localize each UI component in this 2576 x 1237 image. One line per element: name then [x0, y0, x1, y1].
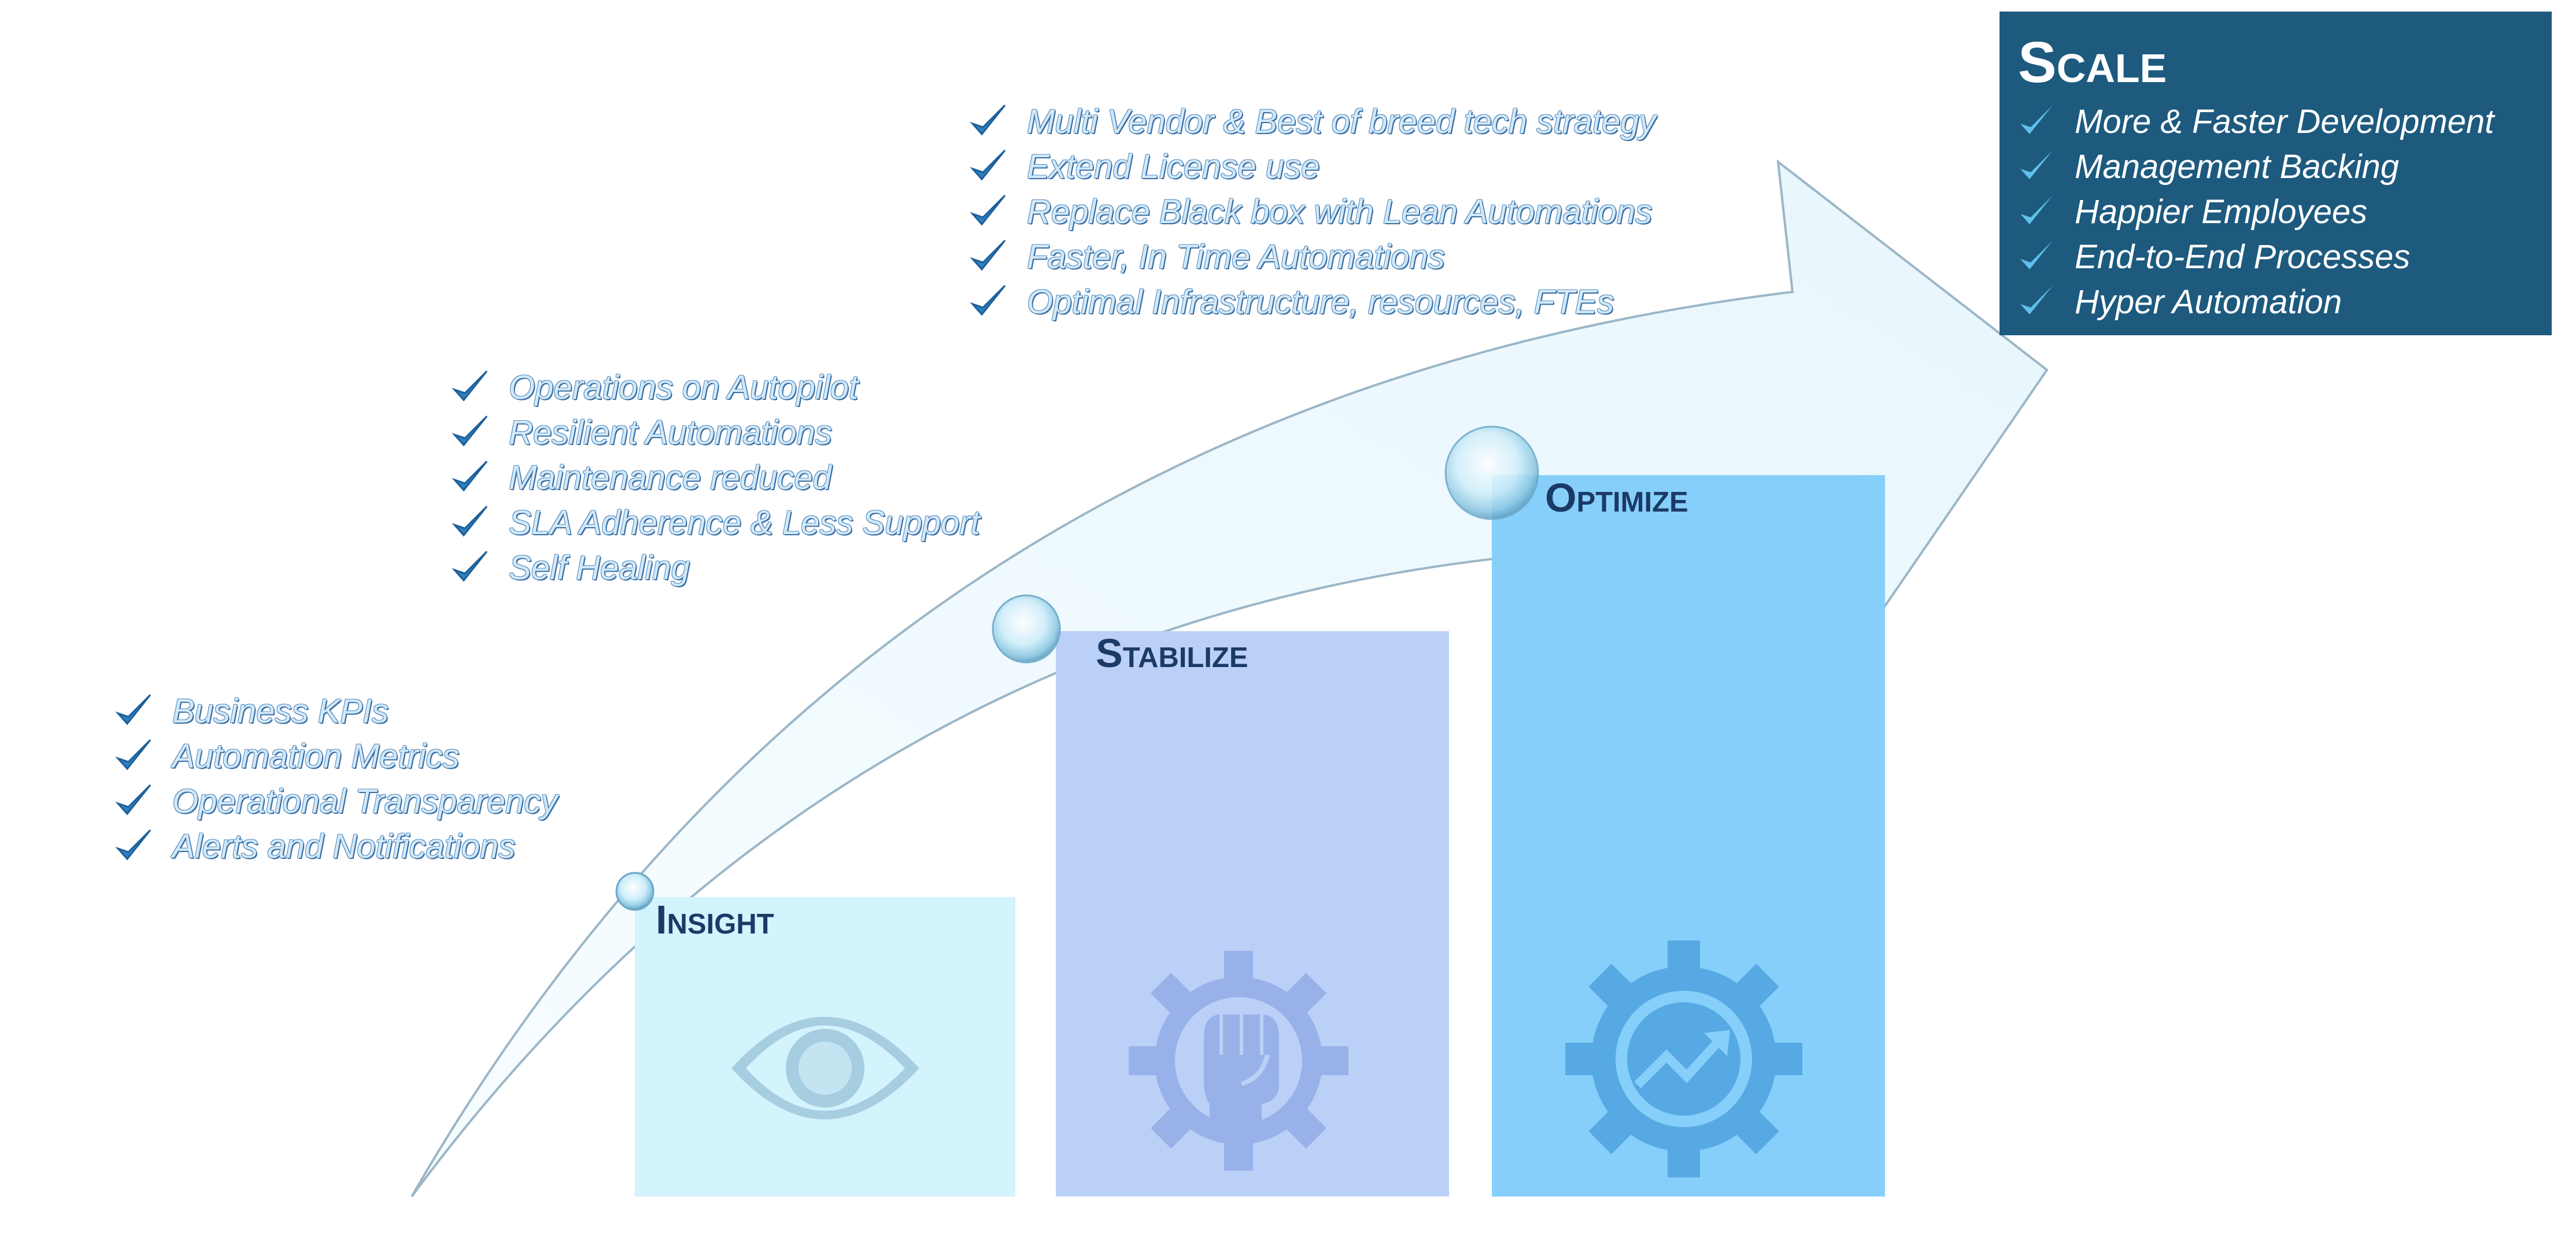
check-icon — [452, 415, 488, 447]
check-icon — [2020, 150, 2053, 179]
scale-panel: Scale More & Faster Development Manageme… — [2000, 12, 2552, 335]
check-icon — [452, 370, 488, 402]
gear-fist-icon — [1129, 951, 1348, 1171]
scale-title: Scale — [2018, 30, 2167, 95]
stabilize-orb — [992, 594, 1061, 664]
check-icon — [452, 460, 488, 492]
optimize-orb — [1444, 425, 1539, 520]
check-icon — [452, 505, 488, 537]
check-icon — [2020, 240, 2053, 269]
eye-icon — [731, 1017, 919, 1120]
gear-trend-up-icon — [1565, 940, 1802, 1177]
growth-arrow — [411, 159, 2049, 1198]
check-icon — [115, 829, 151, 861]
check-icon — [115, 694, 151, 725]
check-icon — [115, 784, 151, 816]
insight-title: Insight — [656, 897, 774, 942]
optimize-title: Optimize — [1545, 475, 1688, 520]
insight-orb — [615, 872, 655, 911]
check-icon — [2020, 286, 2053, 314]
check-icon — [970, 239, 1006, 271]
check-icon — [115, 739, 151, 771]
check-icon — [2020, 105, 2053, 134]
check-icon — [970, 149, 1006, 181]
check-icon — [970, 104, 1006, 136]
check-icon — [2020, 195, 2053, 224]
check-icon — [970, 194, 1006, 226]
check-icon — [970, 284, 1006, 316]
check-icon — [452, 550, 488, 582]
stabilize-title: Stabilize — [1096, 631, 1248, 676]
